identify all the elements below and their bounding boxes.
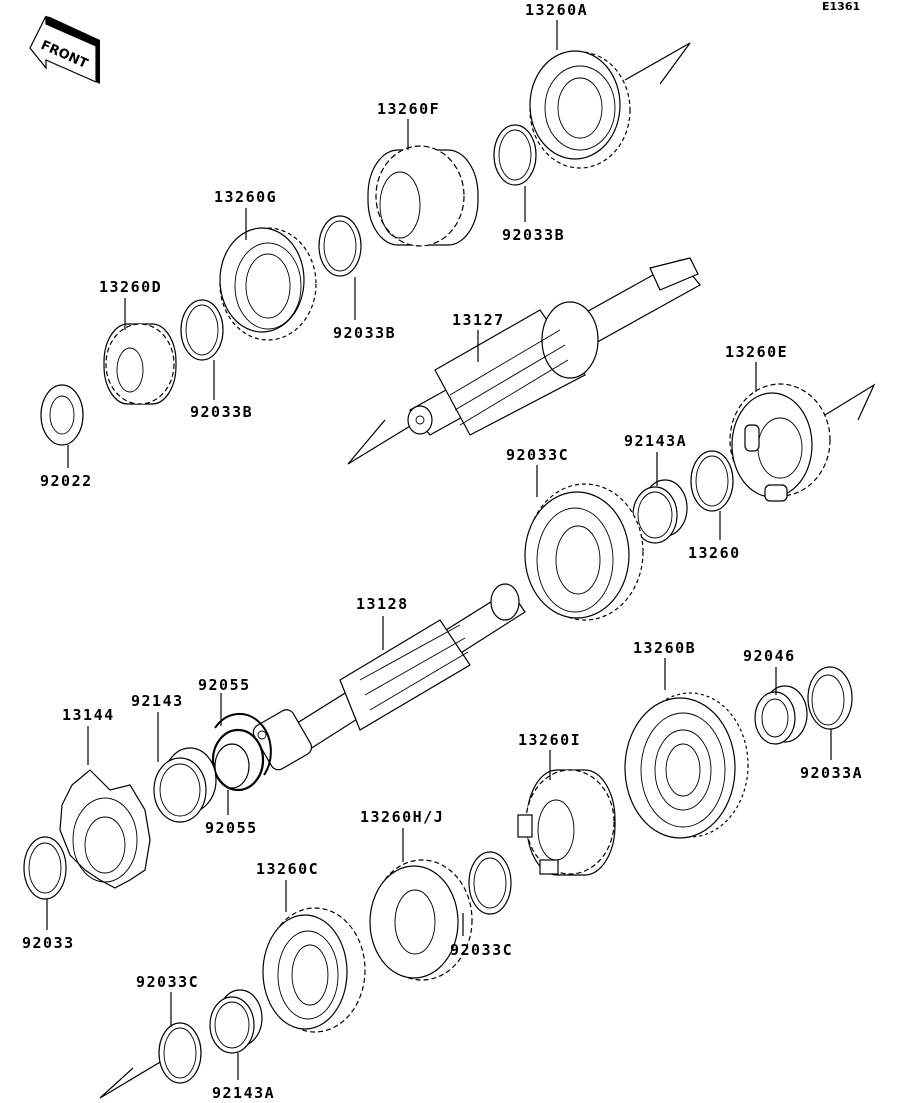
gear-13260F[interactable] xyxy=(367,145,479,247)
part-label[interactable]: 13144 xyxy=(62,706,115,724)
gear-13260B[interactable] xyxy=(624,692,749,839)
washer-92022[interactable] xyxy=(40,384,84,446)
part-label[interactable]: 92033B xyxy=(502,226,565,244)
part-label[interactable]: 13260A xyxy=(525,1,588,19)
part-label[interactable]: 13127 xyxy=(452,311,505,329)
part-label[interactable]: 92033C xyxy=(136,973,199,991)
part-label[interactable]: 13260I xyxy=(518,731,581,749)
part-label[interactable]: 92143 xyxy=(131,692,184,710)
part-label[interactable]: 92046 xyxy=(743,647,796,665)
shaft-13128[interactable] xyxy=(250,583,526,773)
needle-bearing-92046[interactable] xyxy=(754,685,808,745)
gear-13260D[interactable] xyxy=(103,323,177,405)
gear-13260[interactable] xyxy=(524,483,644,621)
collar-92143A-upper[interactable] xyxy=(632,479,688,544)
part-label[interactable]: 13260B xyxy=(633,639,696,657)
part-label[interactable]: 92033C xyxy=(450,941,513,959)
part-label[interactable]: 92033C xyxy=(506,446,569,464)
circlip-92033C-mid[interactable] xyxy=(468,851,512,915)
part-label[interactable]: 13260D xyxy=(99,278,162,296)
circlip-92033C-upper[interactable] xyxy=(690,450,734,512)
gear-13260A[interactable] xyxy=(529,50,631,169)
o-ring-92055[interactable] xyxy=(211,712,272,792)
gear-13260HJ[interactable] xyxy=(369,859,473,981)
collar-92143[interactable] xyxy=(153,747,217,823)
part-label[interactable]: 13260C xyxy=(256,860,319,878)
axis-lines-lower xyxy=(99,1054,173,1099)
part-label[interactable]: 92033 xyxy=(22,934,75,952)
circlip-92033[interactable] xyxy=(23,836,67,900)
part-label[interactable]: 13260G xyxy=(214,188,277,206)
gear-13260E[interactable] xyxy=(729,383,831,502)
gear-13260I[interactable] xyxy=(517,769,616,876)
part-label[interactable]: 92033A xyxy=(800,764,863,782)
circlip-92033B-top[interactable] xyxy=(493,124,537,186)
part-label[interactable]: 13260F xyxy=(377,100,440,118)
part-label[interactable]: 92022 xyxy=(40,472,93,490)
circlip-92033B-mid[interactable] xyxy=(318,215,362,277)
circlip-92033B-low[interactable] xyxy=(180,299,224,361)
part-label[interactable]: 92143A xyxy=(624,432,687,450)
front-arrow-icon: FRONT xyxy=(29,15,100,84)
part-label[interactable]: 92055 xyxy=(205,819,258,837)
part-label[interactable]: 13260H/J xyxy=(360,808,444,826)
circlip-92033C-bottom[interactable] xyxy=(158,1022,202,1084)
part-label[interactable]: 13260E xyxy=(725,343,788,361)
part-label[interactable]: 92033B xyxy=(190,403,253,421)
sprocket-13144[interactable] xyxy=(59,769,151,889)
part-label[interactable]: 13128 xyxy=(356,595,409,613)
part-label[interactable]: 92033B xyxy=(333,324,396,342)
part-label[interactable]: 13260 xyxy=(688,544,741,562)
axis-lines-upper xyxy=(347,42,876,465)
shaft-13127[interactable] xyxy=(407,257,701,436)
circlip-92033A[interactable] xyxy=(807,666,853,730)
gear-13260C[interactable] xyxy=(262,907,366,1033)
gear-13260G[interactable] xyxy=(219,227,317,341)
figure-code: E1361 xyxy=(822,0,860,13)
collar-92143A-bottom[interactable] xyxy=(209,989,263,1054)
part-label[interactable]: 92143A xyxy=(212,1084,275,1102)
part-label[interactable]: 92055 xyxy=(198,676,251,694)
